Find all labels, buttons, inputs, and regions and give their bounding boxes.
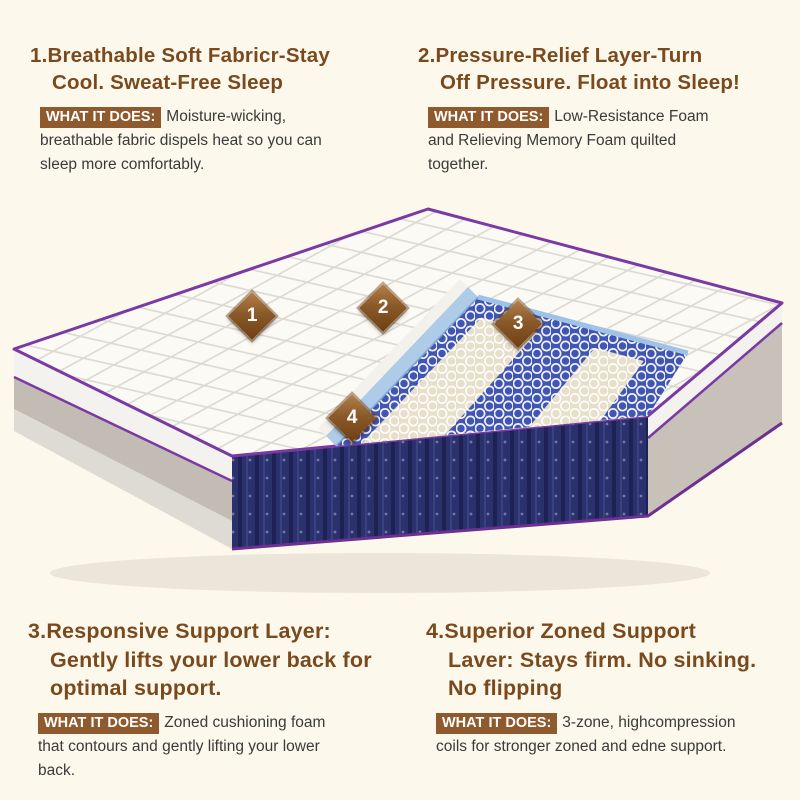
feature-2-description: WHAT IT DOES:Low-Resistance Foam and Rel… (418, 105, 718, 177)
what-it-does-badge: WHAT IT DOES: (428, 107, 550, 129)
left-end-cap (13, 349, 233, 550)
feature-4-description: WHAT IT DOES:3-zone, highcompression coi… (426, 711, 758, 759)
feature-1: 1.Breathable Soft Fabricr-Stay Cool. Swe… (30, 42, 392, 177)
feature-2-title: 2.Pressure-Relief Layer-Turn Off Pressur… (418, 44, 741, 95)
feature-3-description: WHAT IT DOES:Zoned cushioning foam that … (28, 711, 328, 783)
feature-1-description: WHAT IT DOES:Moisture-wicking, breathabl… (30, 105, 335, 177)
feature-2-body: Low-Resistance Foam and Relieving Memory… (428, 108, 709, 174)
top-feature-row: 1.Breathable Soft Fabricr-Stay Cool. Swe… (0, 0, 800, 177)
pocket-coils-front (232, 416, 648, 550)
marker-2-label: 2 (377, 297, 389, 319)
marker-1-label: 1 (246, 305, 258, 327)
feature-1-body: Moisture-wicking, breathable fabric disp… (40, 108, 322, 174)
bottom-feature-row: 3.Responsive Support Layer: Gently lifts… (0, 613, 800, 783)
marker-3-label: 3 (512, 313, 524, 335)
what-it-does-badge: WHAT IT DOES: (436, 713, 558, 735)
mattress-drawing (12, 207, 784, 594)
bottom-piping (231, 421, 783, 551)
feature-1-title: 1.Breathable Soft Fabricr-Stay Cool. Swe… (30, 44, 330, 95)
feature-4-body: 3-zone, highcompression coils for strong… (436, 714, 736, 756)
floor-shadow (50, 553, 710, 594)
feature-4-title: 4.Superior Zoned Support Laver: Stays fi… (426, 619, 757, 700)
feature-3-title: 3.Responsive Support Layer: Gently lifts… (28, 619, 372, 700)
feature-3: 3.Responsive Support Layer: Gently lifts… (28, 617, 400, 783)
feature-4: 4.Superior Zoned Support Laver: Stays fi… (426, 617, 776, 783)
what-it-does-badge: WHAT IT DOES: (40, 107, 162, 129)
feature-3-body: Zoned cushioning foam that contours and … (38, 714, 326, 780)
mattress-cutaway-illustration: 1 2 3 4 (0, 181, 800, 613)
feature-2: 2.Pressure-Relief Layer-Turn Off Pressur… (418, 42, 778, 177)
side-fabric-right (647, 303, 783, 517)
marker-4-label: 4 (346, 407, 358, 429)
what-it-does-badge: WHAT IT DOES: (38, 713, 160, 735)
